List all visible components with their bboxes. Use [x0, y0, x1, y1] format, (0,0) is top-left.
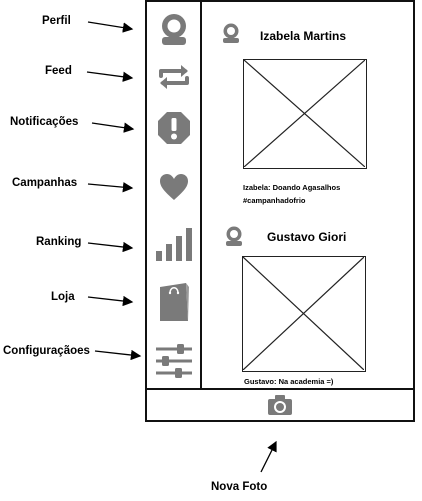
camera-icon[interactable] — [267, 394, 293, 416]
arrow-ranking — [87, 241, 134, 253]
label-nova-foto: Nova Foto — [211, 481, 268, 493]
label-configuracoes: Configuraçãoes — [3, 345, 90, 357]
arrow-feed — [86, 71, 134, 82]
shopping-bag-icon — [159, 283, 189, 321]
sidebar-item-perfil[interactable] — [147, 7, 200, 51]
user-icon — [161, 14, 186, 45]
post-image-placeholder[interactable] — [243, 59, 367, 169]
label-campanhas: Campanhas — [12, 177, 78, 189]
bottom-bar — [147, 388, 413, 420]
label-feed: Feed — [45, 65, 72, 77]
sidebar-item-campanhas[interactable] — [147, 165, 200, 209]
post-caption: Izabela: Doando Agasalhos #campanhadofri… — [243, 181, 340, 207]
post-caption: Gustavo: Na academia =) — [244, 375, 333, 388]
alert-octagon-icon — [157, 112, 190, 144]
label-perfil: Perfil — [42, 15, 71, 27]
label-notificacoes: Notificações — [10, 116, 79, 128]
sidebar-item-notificacoes[interactable] — [147, 106, 200, 150]
sidebar-item-ranking[interactable] — [147, 222, 200, 266]
post-image-placeholder[interactable] — [242, 256, 366, 372]
repeat-icon — [158, 65, 189, 89]
app-frame: Izabela Martins Izabela: Doando Agasalho… — [145, 0, 415, 422]
sidebar-item-loja[interactable] — [147, 279, 200, 323]
sliders-icon — [155, 344, 192, 378]
post-hashtag[interactable]: #campanhadofrio — [243, 196, 306, 205]
sidebar-item-feed[interactable] — [147, 55, 200, 99]
post-caption-line: Izabela: Doando Agasalhos — [243, 183, 341, 192]
arrow-notificacoes — [91, 122, 135, 133]
image-cross-lines — [243, 59, 366, 168]
arrow-loja — [87, 295, 134, 307]
label-ranking: Ranking — [36, 236, 82, 248]
arrow-campanhas — [87, 181, 134, 193]
arrow-nova-foto — [260, 440, 277, 473]
arrow-perfil — [87, 21, 134, 33]
sidebar-item-configuracoes[interactable] — [147, 339, 200, 383]
avatar-icon — [226, 226, 242, 246]
label-loja: Loja — [51, 291, 75, 303]
heart-icon — [159, 174, 188, 200]
post-author-name[interactable]: Gustavo Giori — [267, 230, 347, 244]
sidebar — [147, 2, 202, 390]
signal-bars-icon — [155, 228, 192, 261]
arrow-configuracoes — [94, 349, 142, 361]
post-author-name[interactable]: Izabela Martins — [260, 29, 347, 43]
avatar-icon — [223, 23, 239, 43]
post-caption-line: Gustavo: Na academia =) — [244, 377, 334, 386]
image-cross-lines — [242, 256, 365, 371]
